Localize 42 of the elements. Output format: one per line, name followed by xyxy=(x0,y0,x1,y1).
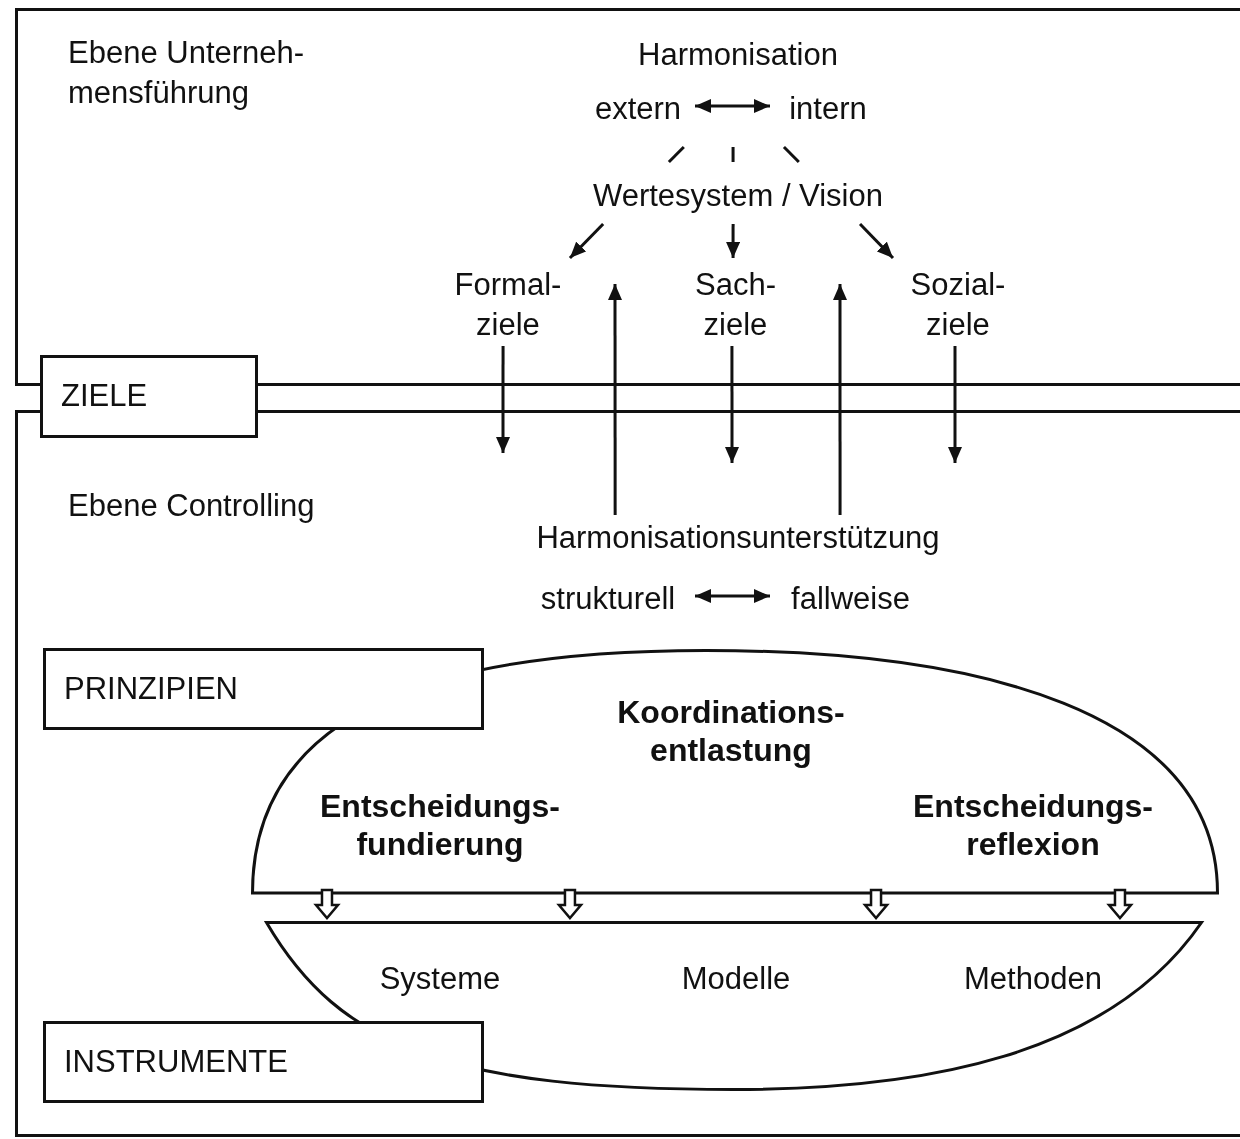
category-box xyxy=(43,648,484,730)
connector-line xyxy=(731,147,735,162)
instrument-label: Systeme xyxy=(378,960,502,998)
concept-label: intern xyxy=(789,89,867,128)
function-label: Entscheidungs- fundierung xyxy=(320,787,560,864)
instrument-label: Modelle xyxy=(680,960,792,998)
hollow-arrow xyxy=(1106,888,1134,920)
concept-label: extern xyxy=(594,89,682,128)
concept-label: Wertesystem / Vision xyxy=(593,176,883,215)
category-label: INSTRUMENTE xyxy=(64,1042,288,1081)
arrow xyxy=(695,589,770,603)
arrow xyxy=(726,224,741,258)
category-box xyxy=(40,355,258,438)
concept-label: fallweise xyxy=(791,579,910,618)
concept-label: Sach- ziele xyxy=(695,265,776,344)
concept-label: Sozial- ziele xyxy=(910,265,1006,344)
level-title: Ebene Controlling xyxy=(68,487,315,525)
hollow-arrow xyxy=(313,888,341,920)
instrument-label: Methoden xyxy=(963,960,1103,998)
function-label: Koordinations- entlastung xyxy=(617,693,845,770)
category-box xyxy=(43,1021,484,1103)
level-frame xyxy=(15,410,1240,1137)
arrow xyxy=(833,284,847,515)
hollow-arrow xyxy=(862,888,890,920)
level-title: Ebene Unterneh- mensführung xyxy=(68,34,306,113)
arrow xyxy=(608,284,622,515)
category-label: PRINZIPIEN xyxy=(64,669,238,708)
category-label: ZIELE xyxy=(61,377,148,416)
arrow xyxy=(858,222,895,260)
function-label: Entscheidungs- reflexion xyxy=(913,787,1153,864)
arrow xyxy=(725,346,739,463)
arrow xyxy=(568,222,605,260)
arrow xyxy=(948,346,962,463)
connector-line xyxy=(667,145,685,164)
arrow xyxy=(496,346,510,453)
concept-label: Formal- ziele xyxy=(454,265,562,344)
heading-text: Harmonisation xyxy=(637,36,839,74)
hollow-arrow xyxy=(556,888,584,920)
heading-text: Harmonisationsunterstützung xyxy=(535,519,941,557)
concept-label: strukturell xyxy=(540,579,676,618)
arrow xyxy=(695,99,770,113)
connector-line xyxy=(782,145,800,164)
